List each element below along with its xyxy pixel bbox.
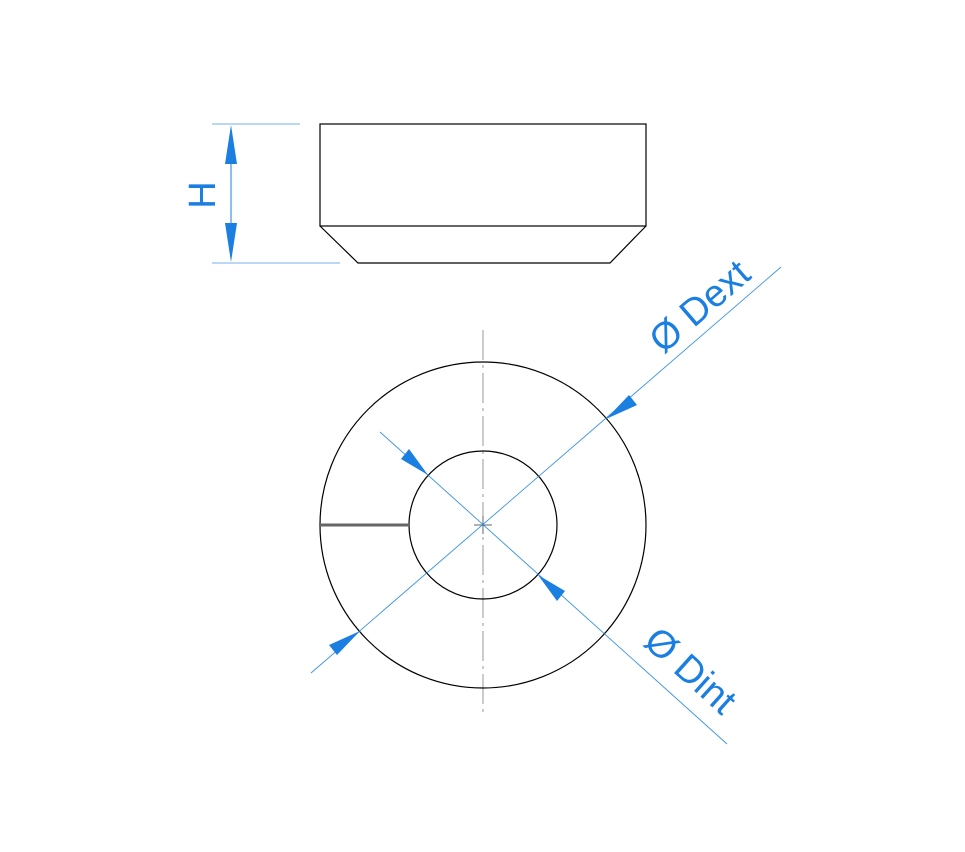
side-view xyxy=(319,123,647,264)
arrow-up-icon xyxy=(225,125,237,164)
inner-diameter-dimension: Ø Dint xyxy=(379,431,744,745)
outer-diameter-dimension: Ø Dext xyxy=(310,252,782,674)
outer-diameter-line xyxy=(310,266,782,674)
arrow-icon xyxy=(329,631,360,655)
arrow-icon xyxy=(401,449,428,475)
side-view-chamfer xyxy=(319,225,647,264)
arrow-icon xyxy=(538,575,565,601)
arrow-down-icon xyxy=(225,223,237,262)
outer-diameter-label: Ø Dext xyxy=(642,252,759,361)
front-view xyxy=(319,330,647,716)
height-label: H xyxy=(182,181,224,208)
inner-diameter-label: Ø Dint xyxy=(636,619,744,723)
side-view-body xyxy=(319,123,647,227)
arrow-icon xyxy=(606,395,637,419)
height-dimension: H xyxy=(182,123,340,264)
